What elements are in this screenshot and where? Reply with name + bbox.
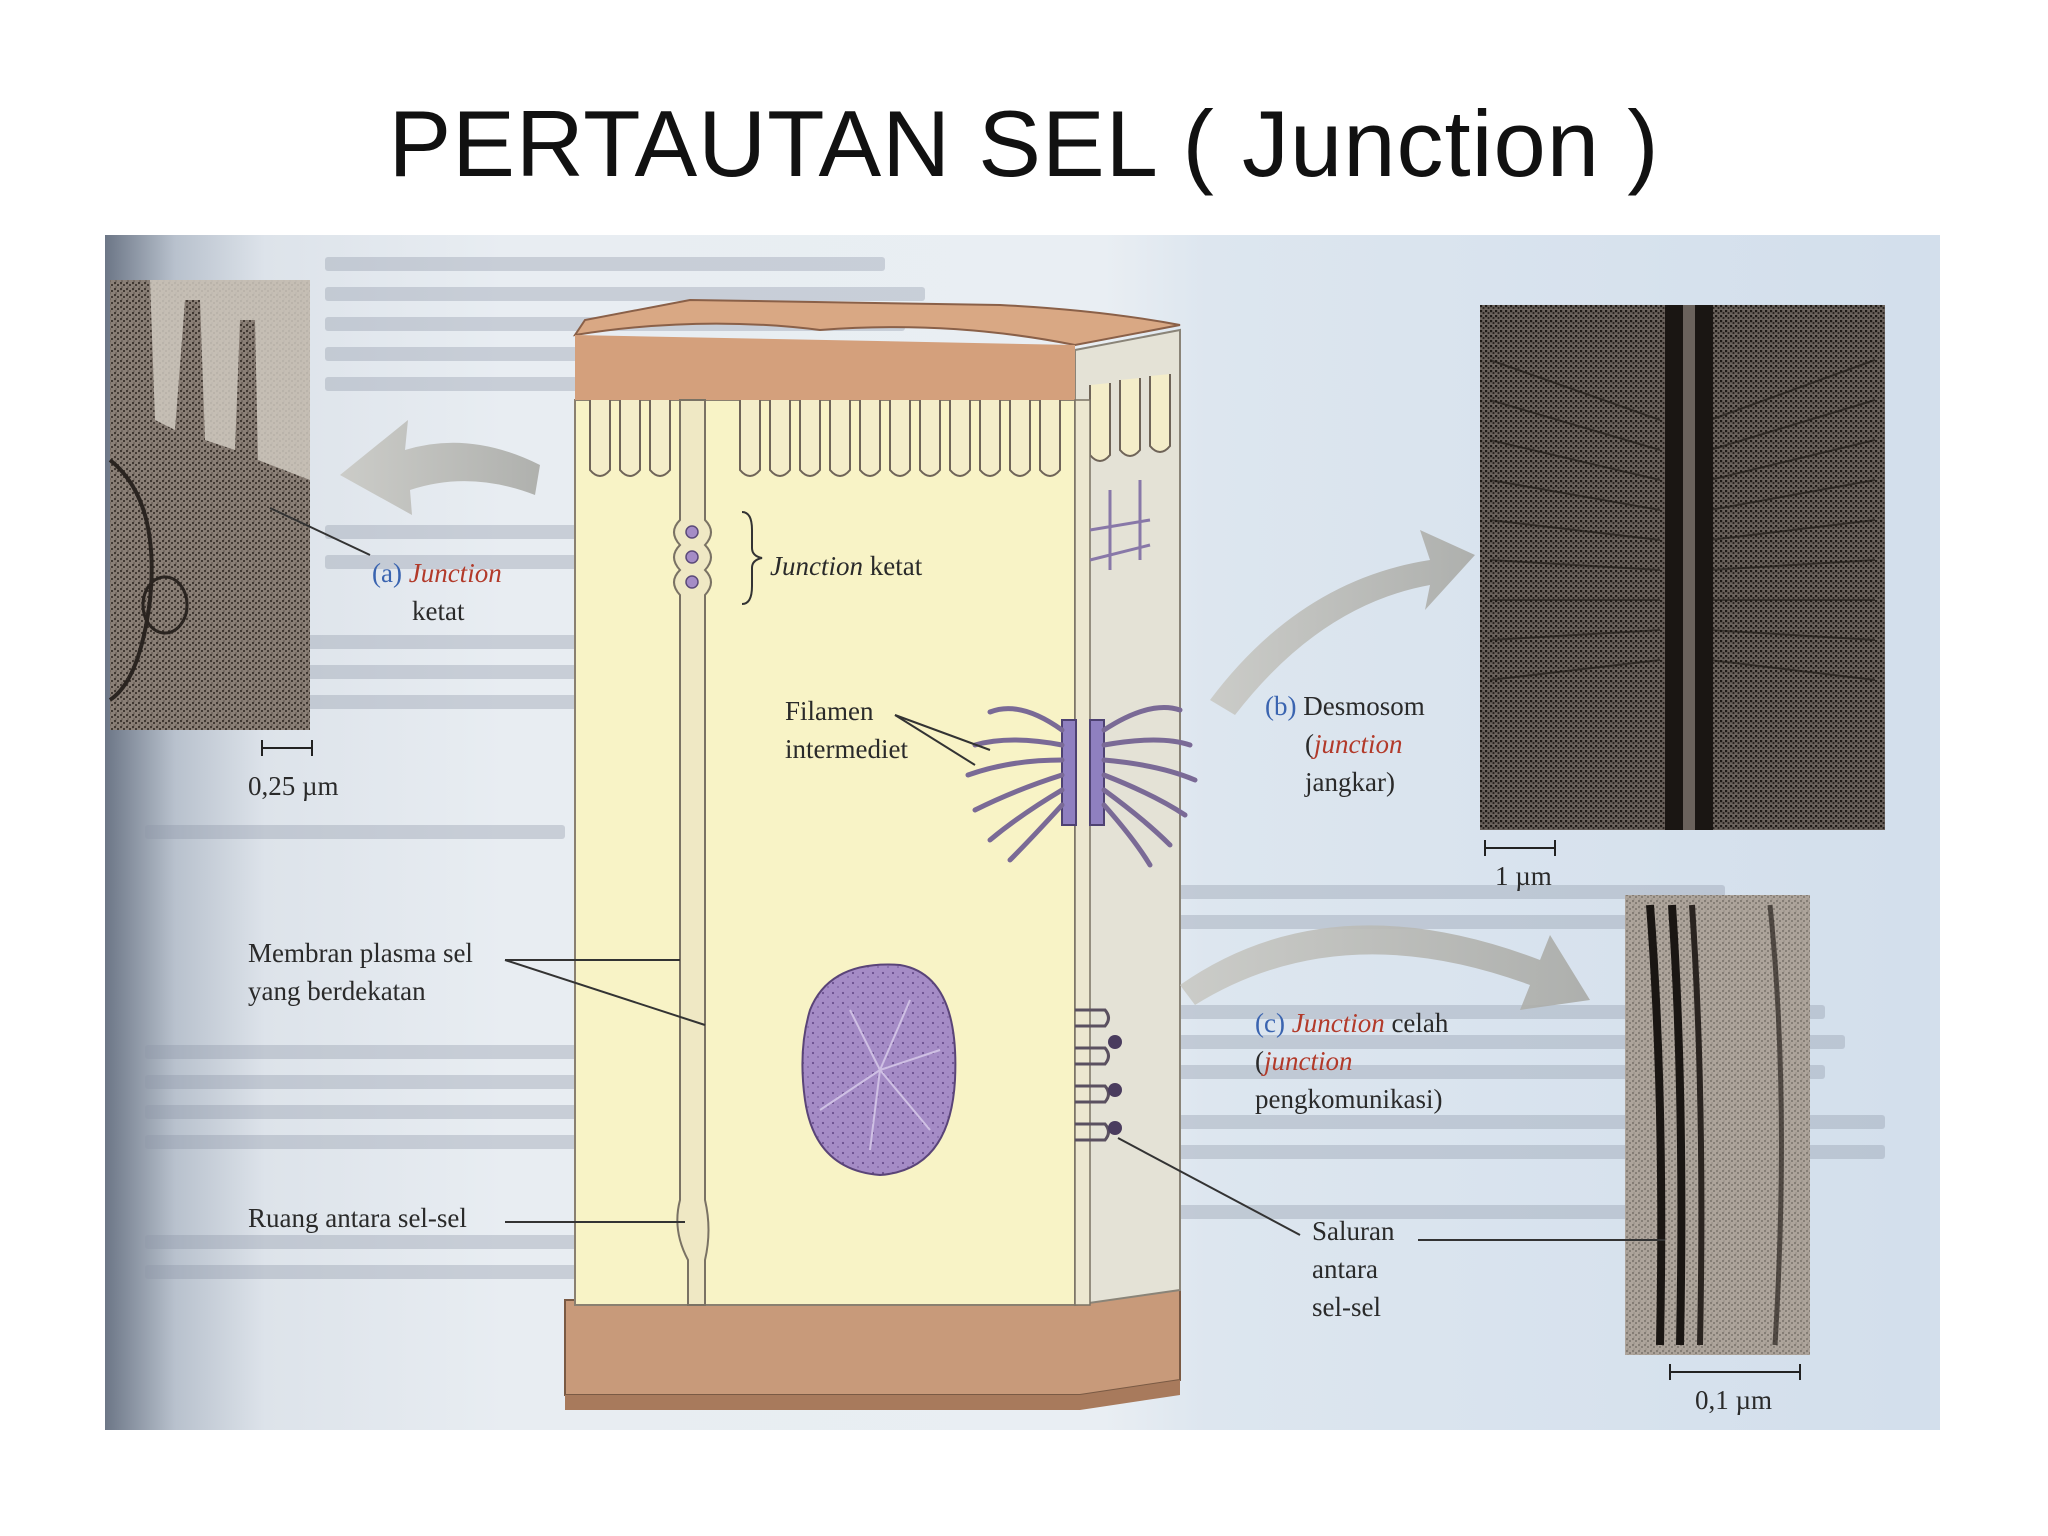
- tight-junction-strands: [1089, 480, 1151, 570]
- slide-title: PERTAUTAN SEL ( Junction ): [388, 91, 1660, 196]
- label-saluran-line3: sel-sel: [1312, 1292, 1381, 1322]
- label-membran-line1: Membran plasma sel: [248, 938, 473, 968]
- label-c-junction: Junction: [1291, 1008, 1385, 1038]
- nucleus: [801, 963, 957, 1177]
- label-tight-junction-word: Junction: [770, 551, 863, 581]
- arrow-to-micrograph-c: [1180, 925, 1590, 1010]
- label-membran-line2: yang berdekatan: [248, 976, 426, 1006]
- micrograph-b: [1480, 305, 1885, 830]
- epithelial-cell-block: [564, 298, 1181, 1410]
- label-c-open: (: [1255, 1046, 1264, 1076]
- micrograph-c: [1625, 895, 1810, 1355]
- label-a-tag: (a): [372, 558, 402, 588]
- label-a-junction: Junction: [408, 558, 502, 588]
- label-tight-junction: Junction ketat: [770, 548, 922, 584]
- scale-label-c: 0,1 µm: [1695, 1385, 1773, 1415]
- label-b-line2: (junction: [1305, 726, 1403, 762]
- microvilli: [589, 374, 1171, 477]
- scale-label-a: 0,25 µm: [248, 771, 339, 801]
- label-b-desmosom: Desmosom: [1303, 691, 1425, 721]
- label-b-open: (: [1305, 729, 1314, 759]
- label-intermediet: intermediet: [785, 734, 908, 764]
- label-a-ketat: ketat: [412, 596, 465, 626]
- label-ruang: Ruang antara sel-sel: [248, 1203, 467, 1233]
- leader-line-a: [269, 507, 371, 556]
- label-c-pengkomunikasi: pengkomunikasi): [1255, 1084, 1443, 1114]
- label-b-jangkar: jangkar): [1305, 767, 1395, 797]
- label-c-tag: (c): [1255, 1008, 1285, 1038]
- gap-junction-channels: [1075, 1008, 1110, 1142]
- label-saluran-line1: Saluran: [1312, 1216, 1395, 1246]
- label-filamen: Filamen: [785, 696, 874, 726]
- label-b-junction: junction: [1314, 729, 1403, 759]
- tight-junction-brace: [741, 511, 763, 605]
- scale-label-b: 1 µm: [1495, 861, 1552, 891]
- label-a: (a) Junction: [372, 555, 502, 591]
- label-c-celah: celah: [1384, 1008, 1449, 1038]
- label-c-junction2: junction: [1264, 1046, 1353, 1076]
- label-b-tag: (b): [1265, 691, 1297, 721]
- micrograph-a: [108, 280, 310, 730]
- desmosome: [965, 705, 1198, 868]
- label-b: (b) Desmosom: [1265, 688, 1425, 724]
- arrow-to-micrograph-a: [340, 420, 540, 515]
- leader-lines: [504, 714, 1665, 1241]
- adjacent-plasma-membranes: [673, 399, 712, 1306]
- label-c-line2: (junction: [1255, 1043, 1353, 1079]
- label-c: (c) Junction celah: [1255, 1005, 1448, 1041]
- arrow-to-micrograph-b: [1210, 530, 1475, 715]
- label-saluran-line2: antara: [1312, 1254, 1378, 1284]
- tight-junction-proteins: [685, 525, 699, 589]
- label-tight-junction-rest: ketat: [862, 551, 923, 581]
